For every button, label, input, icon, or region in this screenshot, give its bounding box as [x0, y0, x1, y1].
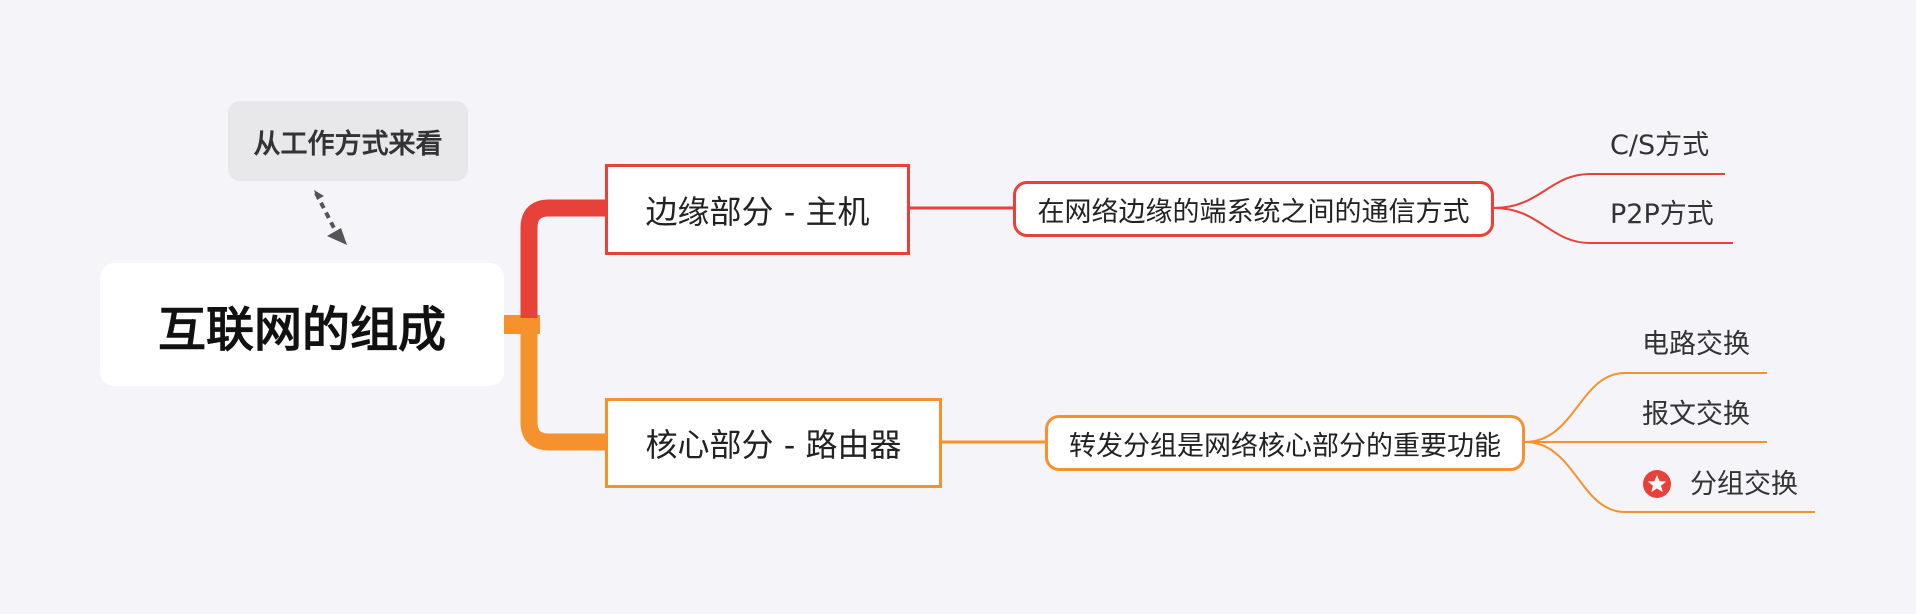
core-branch-connector: [520, 318, 605, 451]
leaf-topic-packet-switching[interactable]: 分组交换: [1690, 469, 1798, 500]
root-topic[interactable]: 互联网的组成: [100, 263, 504, 386]
main-topic-core[interactable]: 核心部分 - 路由器: [605, 398, 942, 488]
leaf-topic-circuit-switching[interactable]: 电路交换: [1642, 329, 1750, 360]
leaf-p2p-connector: [1493, 207, 1733, 244]
leaf-topic-p2p[interactable]: P2P方式: [1610, 199, 1714, 230]
leaf-topic-cs[interactable]: C/S方式: [1610, 130, 1710, 161]
subtopic-core[interactable]: 转发分组是网络核心部分的重要功能: [1045, 415, 1525, 471]
main-topic-edge-label: 边缘部分 - 主机: [645, 192, 870, 231]
leaf-packet-connector: [1524, 441, 1815, 513]
relation-arrow-head: [327, 228, 347, 245]
relation-arrow-tail: [314, 190, 324, 200]
leaf-cs-connector: [1493, 173, 1725, 209]
main-topic-edge[interactable]: 边缘部分 - 主机: [605, 164, 910, 255]
subtopic-edge[interactable]: 在网络边缘的端系统之间的通信方式: [1013, 181, 1494, 237]
star-badge-icon: [1643, 470, 1671, 498]
main-topic-core-label: 核心部分 - 路由器: [645, 426, 902, 464]
floating-topic-label: 从工作方式来看: [253, 128, 443, 160]
edge-branch-connector: [520, 199, 605, 318]
leaf-circuit-connector: [1524, 372, 1767, 443]
subtopic-edge-label: 在网络边缘的端系统之间的通信方式: [1037, 196, 1470, 228]
relation-arrow-line: [314, 192, 338, 233]
leaf-topic-message-switching[interactable]: 报文交换: [1642, 399, 1750, 430]
floating-topic[interactable]: 从工作方式来看: [228, 101, 468, 181]
root-topic-label: 互联网的组成: [157, 301, 446, 358]
subtopic-core-label: 转发分组是网络核心部分的重要功能: [1069, 430, 1501, 462]
